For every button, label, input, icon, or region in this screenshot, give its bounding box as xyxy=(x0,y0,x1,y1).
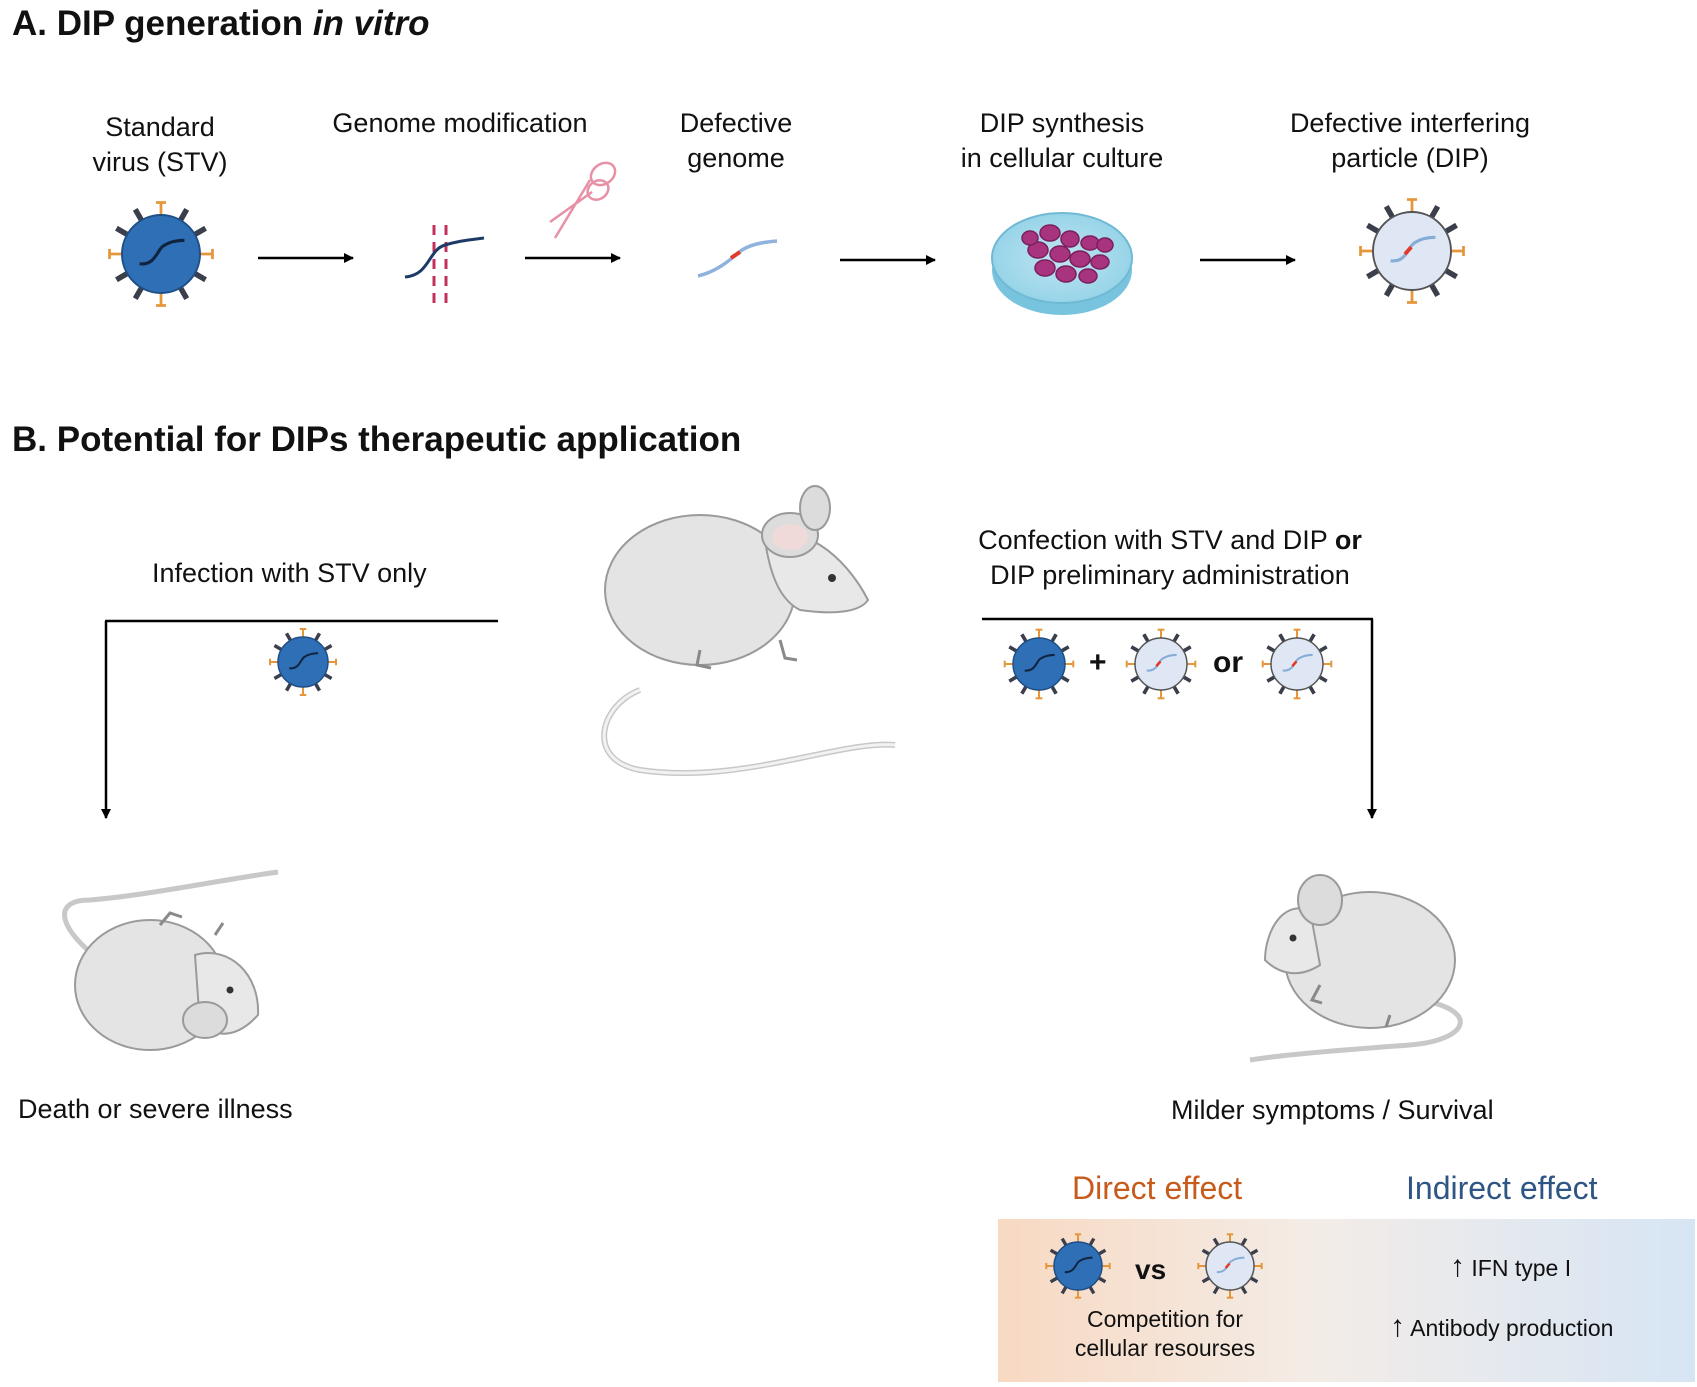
direct-effect-title: Direct effect xyxy=(1072,1170,1243,1206)
right-branch-label-line1: Confection with STV and DIP or xyxy=(920,523,1420,558)
right-branch-connector xyxy=(982,617,1377,819)
section-a-title: DIP generation xyxy=(56,4,304,43)
right-branch-label: Confection with STV and DIP or DIP preli… xyxy=(920,523,1420,593)
right-outcome-label: Milder symptoms / Survival xyxy=(1171,1095,1494,1125)
arrow-up-icon: ↑ xyxy=(1450,1250,1465,1283)
step-label-line: particle (DIP) xyxy=(1331,143,1489,173)
step-label-line: Standard xyxy=(105,112,215,142)
left-outcome-label: Death or severe illness xyxy=(18,1094,293,1124)
section-b-heading: B. Potential for DIPs therapeutic applic… xyxy=(12,420,742,459)
step-label-line: Defective xyxy=(679,108,793,138)
step-label-line: genome xyxy=(687,143,785,173)
step-label-line: virus (STV) xyxy=(92,147,228,177)
step-label-line: Genome modification xyxy=(332,108,588,138)
or-text: or xyxy=(1213,646,1243,679)
standard-virus-icon xyxy=(108,201,214,307)
right-branch-label-or: or xyxy=(1334,525,1362,555)
petri-dish-icon xyxy=(991,212,1133,315)
step-label-line: Defective interfering xyxy=(1289,108,1531,138)
indirect-effect-title: Indirect effect xyxy=(1406,1170,1598,1206)
ifn-text: IFN type I xyxy=(1471,1255,1572,1281)
virus-left-branch-icon xyxy=(269,628,337,696)
step-label-dip-synthesis: DIP synthesis in cellular culture xyxy=(912,106,1212,176)
dip-icon xyxy=(1359,198,1465,304)
dip-right-branch-icon-1 xyxy=(1125,628,1197,700)
virus-direct-effect-icon xyxy=(1045,1233,1111,1299)
mouse-survived-icon xyxy=(1249,874,1463,1063)
ifn-item: ↑ IFN type I xyxy=(1450,1252,1571,1283)
step-label-line: DIP synthesis xyxy=(979,108,1145,138)
step-label-line: in cellular culture xyxy=(960,143,1164,173)
dip-direct-effect-icon xyxy=(1197,1233,1263,1299)
section-a-title-italic: in vitro xyxy=(312,4,430,43)
competition-text: Competition for cellular resourses xyxy=(1040,1305,1290,1363)
antibody-text: Antibody production xyxy=(1410,1315,1614,1341)
antibody-item: ↑ Antibody production xyxy=(1390,1312,1613,1343)
mouse-ill-icon xyxy=(62,869,279,1051)
section-a-letter: A. xyxy=(12,4,47,43)
scissors-icon xyxy=(549,161,617,239)
right-branch-label-line2: DIP preliminary administration xyxy=(990,560,1350,590)
right-branch-label-text: Confection with STV and DIP xyxy=(978,525,1328,555)
defective-genome-icon xyxy=(697,239,778,278)
competition-line: cellular resourses xyxy=(1074,1335,1256,1361)
step-label-dip: Defective interfering particle (DIP) xyxy=(1260,106,1560,176)
arrow-up-icon: ↑ xyxy=(1390,1310,1405,1343)
dip-right-branch-icon-2 xyxy=(1261,628,1333,700)
effects-panel xyxy=(998,1219,1695,1382)
step-label-genome-modification: Genome modification xyxy=(310,106,610,141)
step-label-standard-virus: Standard virus (STV) xyxy=(60,110,260,180)
virus-right-branch-icon xyxy=(1003,628,1075,700)
step-label-defective-genome: Defective genome xyxy=(636,106,836,176)
left-branch-connector xyxy=(101,619,498,819)
competition-line: Competition for xyxy=(1087,1306,1243,1332)
genome-modification-icon xyxy=(404,225,485,305)
left-branch-label: Infection with STV only xyxy=(152,558,427,588)
mouse-center-icon xyxy=(601,485,896,776)
vs-text: vs xyxy=(1135,1254,1167,1285)
plus-sign: + xyxy=(1089,646,1107,679)
section-a-heading: A. DIP generation in vitro xyxy=(12,4,430,44)
virus-layer xyxy=(108,198,1465,1299)
